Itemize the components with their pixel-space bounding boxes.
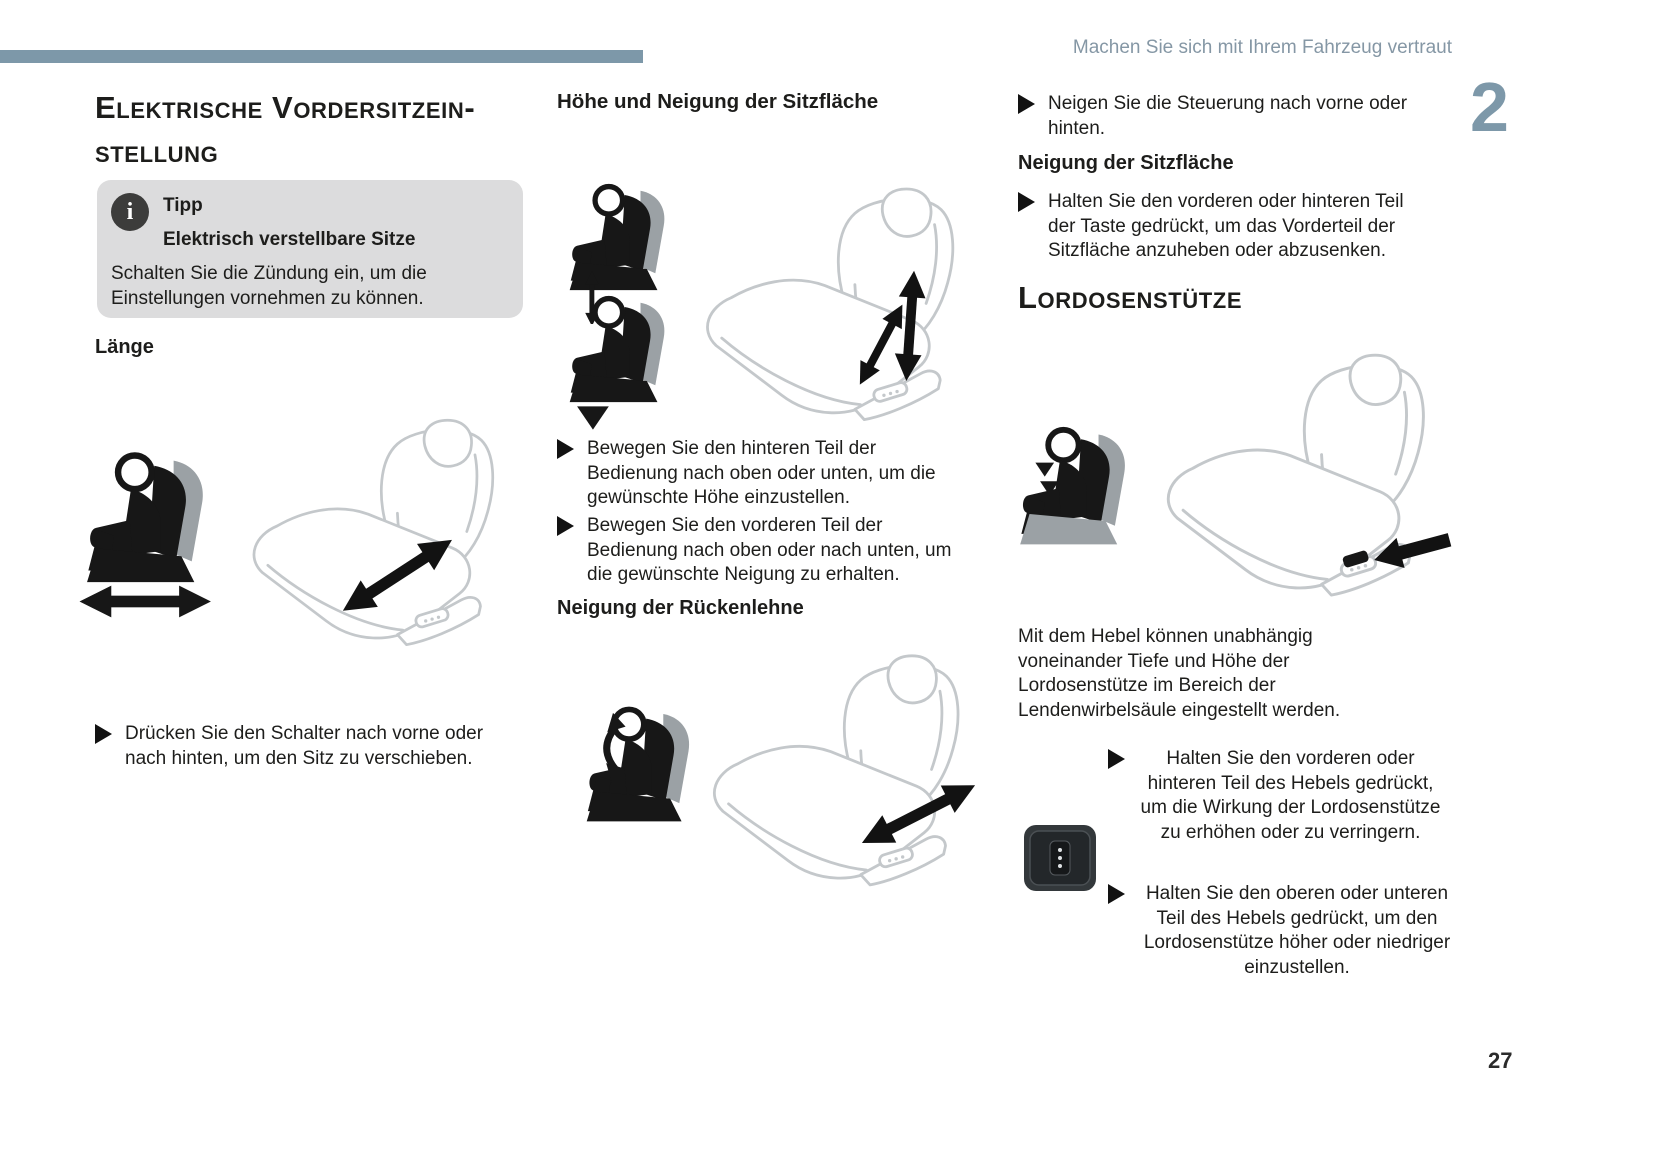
header-accent-bar <box>0 50 643 63</box>
lumbar-bullet-2: Halten Sie den oberen oder unteren Teil … <box>1108 882 1460 980</box>
height-bullet-2-text: Bewegen Sie den vorderen Teil der Bedien… <box>587 515 952 585</box>
bullet-arrow-icon <box>1018 94 1035 114</box>
seat-tilt-bullet: Halten Sie den vorderen oder hinteren Te… <box>1018 190 1458 264</box>
seat-height-illustration <box>688 186 988 432</box>
seat-recline-person-icon <box>578 698 728 822</box>
seat-recline-illustration <box>695 653 983 897</box>
page-number: 27 <box>1488 1048 1513 1073</box>
lumbar-title: Lordosenstütze <box>1018 280 1243 315</box>
seat-tilt-bullet-text: Halten Sie den vorderen oder hinteren Te… <box>1048 191 1404 261</box>
tip-box: i Tipp Elektrisch verstellbare Sitze Sch… <box>97 180 523 318</box>
tip-body: Schalten Sie die Zündung ein, um die Ein… <box>111 263 427 309</box>
height-bullet-1-text: Bewegen Sie den hinteren Teil der Bedien… <box>587 438 936 508</box>
tilt-bullet-text: Neigen Sie die Steuerung nach vorne oder… <box>1048 93 1408 139</box>
seat-length-illustration <box>235 418 527 656</box>
backrest-heading: Neigung der Rückenlehne <box>557 597 804 619</box>
main-title-line2: stellung <box>95 134 219 169</box>
length-bullet: Drücken Sie den Schalter nach vorne oder… <box>95 722 515 771</box>
tip-subtitle: Elektrisch verstellbare Sitze <box>163 229 416 250</box>
lumbar-bullet-1-text: Halten Sie den vorderen oder hinteren Te… <box>1140 748 1441 843</box>
height-heading: Höhe und Neigung der Sitzfläche <box>557 90 879 113</box>
lumbar-control-image <box>1024 825 1096 891</box>
info-icon: i <box>111 193 149 231</box>
length-heading: Länge <box>95 336 154 358</box>
bullet-arrow-icon <box>95 724 112 744</box>
seat-length-person-icon <box>79 442 211 618</box>
length-bullet-text: Drücken Sie den Schalter nach vorne oder… <box>125 723 484 769</box>
bullet-arrow-icon <box>557 439 574 459</box>
lumbar-bullet-2-text: Halten Sie den oberen oder unteren Teil … <box>1143 883 1451 978</box>
seat-lumbar-person-icon <box>1012 418 1164 545</box>
seat-tilt-heading: Neigung der Sitzfläche <box>1018 152 1234 174</box>
chapter-number: 2 <box>1470 68 1509 146</box>
tilt-bullet: Neigen Sie die Steuerung nach vorne oder… <box>1018 92 1458 141</box>
tip-title: Tipp <box>163 195 203 216</box>
seat-lumbar-illustration <box>1148 352 1454 608</box>
running-header: Machen Sie sich mit Ihrem Fahrzeug vertr… <box>1072 37 1452 58</box>
bullet-arrow-icon <box>557 516 574 536</box>
lumbar-paragraph: Mit dem Hebel können unabhängig voneinan… <box>1018 626 1341 721</box>
seat-height-down-icon <box>562 288 700 430</box>
height-bullet-1: Bewegen Sie den hinteren Teil der Bedien… <box>557 437 982 511</box>
lumbar-bullet-1: Halten Sie den vorderen oder hinteren Te… <box>1108 747 1460 845</box>
height-bullet-2: Bewegen Sie den vorderen Teil der Bedien… <box>557 514 982 588</box>
bullet-arrow-icon <box>1108 884 1125 904</box>
main-title-line1: Elektrische Vordersitzein- <box>95 90 476 125</box>
main-title: Elektrische Vordersitzein- stellung <box>95 86 535 174</box>
bullet-arrow-icon <box>1108 749 1125 769</box>
bullet-arrow-icon <box>1018 192 1035 212</box>
